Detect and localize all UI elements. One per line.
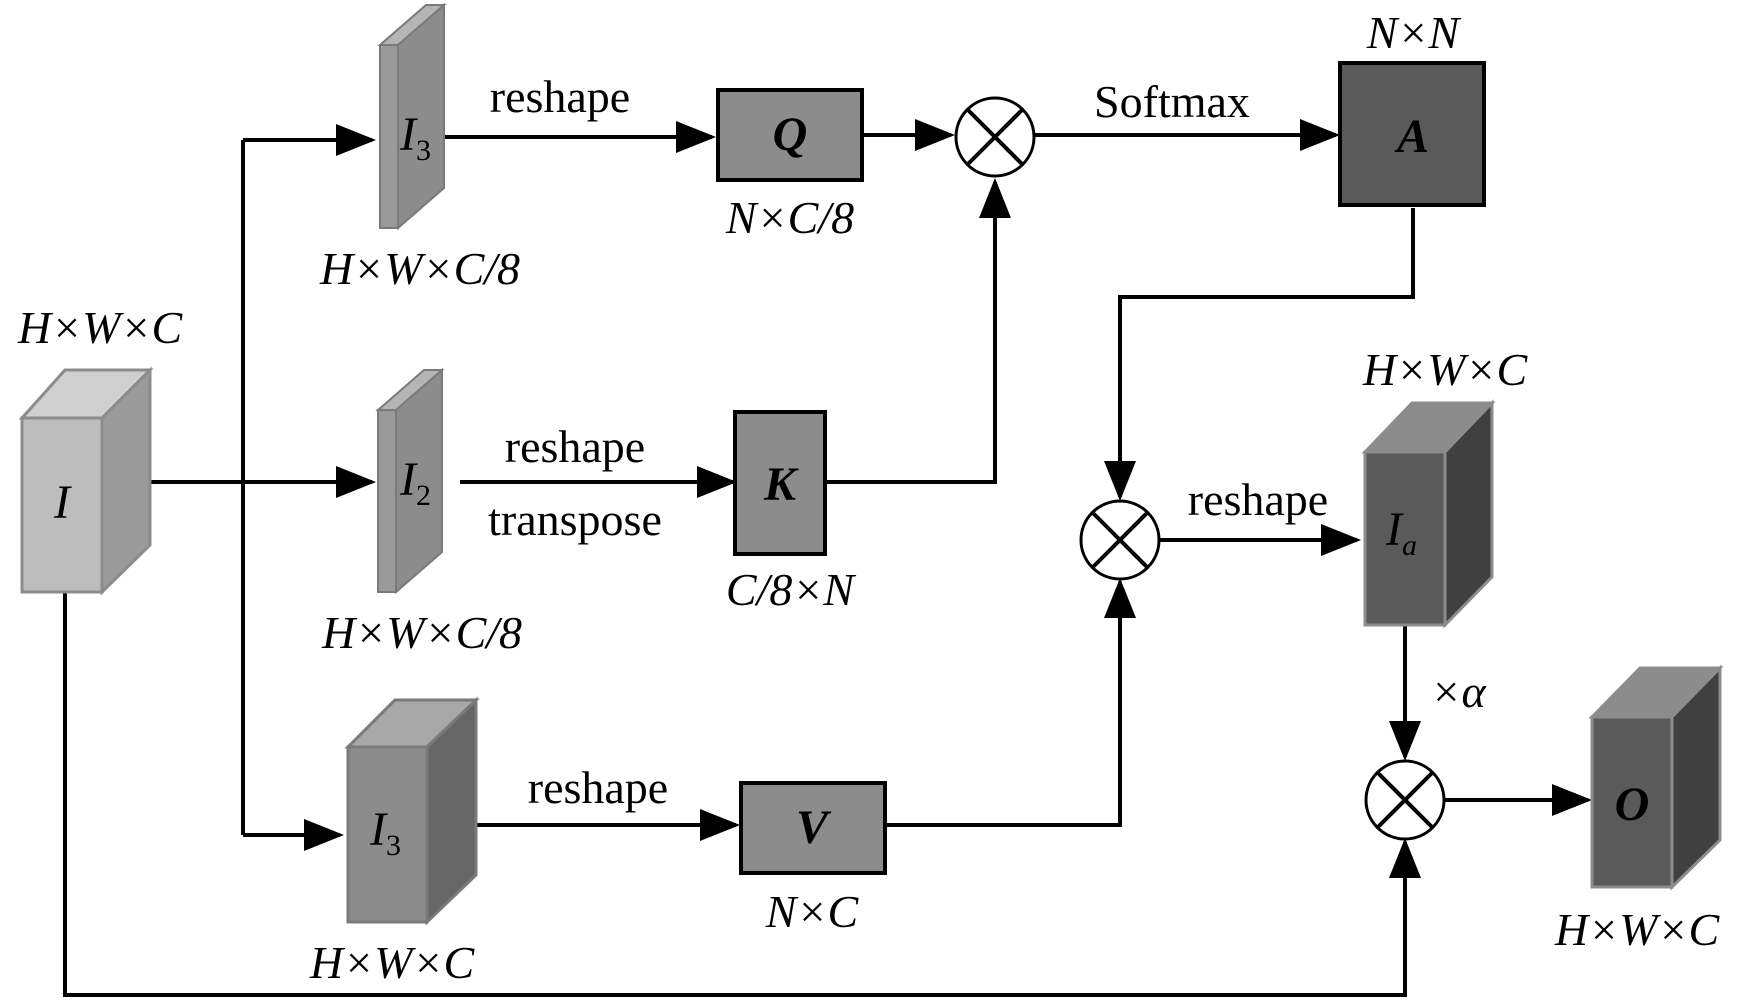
a-box	[1338, 61, 1486, 207]
ia-dims: H×W×C	[1362, 344, 1529, 395]
query-branch-tensor: I3	[377, 2, 447, 231]
k-slab-side	[395, 367, 443, 595]
v-symbol: V	[796, 801, 832, 854]
k-to-multiply-arrow	[825, 178, 1011, 484]
k-dims: C/8×N	[726, 564, 857, 615]
q-branch-dims: H×W×C/8	[319, 243, 520, 294]
q-symbol: Q	[773, 108, 808, 161]
k-box	[733, 410, 827, 556]
scale-label: ×α	[1430, 666, 1486, 717]
value-branch-tensor: I3	[344, 696, 480, 926]
ia-reshape-label: reshape	[1188, 474, 1328, 525]
k-slab-front	[377, 409, 397, 593]
k-branch-symbol: I2	[399, 453, 431, 512]
attention-matrix: A	[1338, 61, 1486, 207]
residual-path-arrow	[63, 592, 1421, 997]
q-slab-front	[379, 44, 399, 229]
v-branch-symbol: I3	[369, 803, 401, 862]
ia-side	[1443, 399, 1494, 629]
k-matrix: K	[733, 410, 827, 556]
k-reshape-label: reshape	[505, 421, 645, 472]
multiply-qk	[954, 96, 1036, 178]
k-symbol: K	[763, 458, 799, 511]
q-matrix: Q	[716, 88, 864, 182]
multiply-av	[1079, 499, 1161, 581]
a-symbol: A	[1394, 110, 1429, 163]
o-side	[1670, 664, 1722, 891]
multiply-av-cross-b	[1091, 511, 1149, 569]
v-branch-dims: H×W×C	[309, 937, 476, 988]
q-dims: N×C/8	[725, 192, 854, 243]
v-dims: N×C	[765, 886, 860, 937]
k-transpose-label: transpose	[488, 494, 662, 545]
v-matrix: V	[739, 781, 887, 875]
input-symbol: I	[53, 476, 72, 529]
attended-tensor: Ia	[1361, 399, 1496, 629]
connectors	[63, 119, 1592, 997]
a-dims: N×N	[1366, 7, 1462, 58]
o-dims: H×W×C	[1554, 904, 1721, 955]
multiply-qk-cross-b	[966, 108, 1024, 166]
o-symbol: O	[1615, 778, 1650, 831]
v-to-multiply-arrow	[885, 578, 1136, 827]
input-side	[100, 366, 152, 596]
v-box	[739, 781, 887, 875]
input-dims: H×W×C	[17, 302, 184, 353]
input-tensor: I	[18, 366, 154, 596]
output-tensor: O	[1588, 664, 1724, 891]
k-branch-dims: H×W×C/8	[321, 607, 522, 658]
softmax-label: Softmax	[1094, 76, 1250, 127]
ia-symbol: Ia	[1385, 503, 1417, 562]
key-branch-tensor: I2	[375, 367, 445, 595]
a-to-multiply-arrow	[1104, 208, 1415, 501]
q-branch-symbol: I3	[399, 108, 431, 167]
v-reshape-label: reshape	[528, 762, 668, 813]
q-slab-side	[397, 2, 445, 231]
q-box	[716, 88, 864, 182]
q-reshape-label: reshape	[490, 71, 630, 122]
multiply-residual	[1364, 759, 1446, 841]
v-cuboid-side	[425, 696, 478, 926]
multiply-residual-cross-b	[1376, 771, 1434, 829]
